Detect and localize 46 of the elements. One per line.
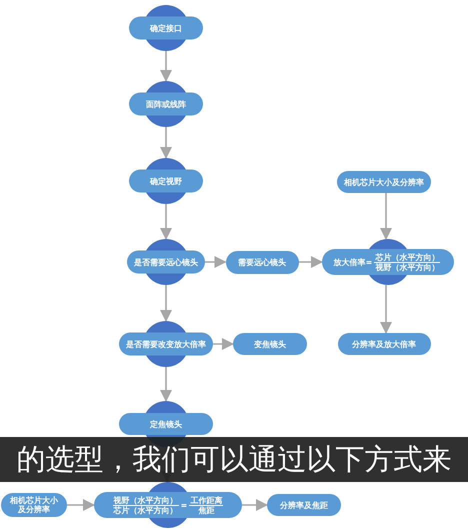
node-label: 芯片（水平方向） [374,252,440,262]
process-box [337,171,431,193]
node-label: 视野（水平方向） [375,262,440,272]
node-label: 是否需要远心镜头 [134,258,198,266]
process-box [226,250,298,274]
node-label: 面阵或线阵 [146,100,186,108]
node-label: 视野（水平方向） [112,496,179,506]
arrow [67,499,95,511]
node-label: 相机芯片大小及分辨率 [9,496,59,514]
node-label: 确定视野 [150,176,182,186]
node-label: 确定接口 [150,24,182,32]
node-label: 是否需要改变放大倍率 [126,340,206,348]
subtitle-caption: 的选型，我们可以通过以下方式来 [0,437,468,482]
node-label: = [180,500,188,510]
arrow [380,285,392,334]
arrow [160,127,172,159]
node-label: 定焦镜头 [150,420,182,428]
node-label: 放大倍率= [334,258,372,266]
arrow [298,256,323,268]
decision-node [94,482,242,528]
node-label: 芯片（水平方向） [114,506,178,514]
arrow [205,256,226,268]
node-label: 相机芯片大小及分辨率 [344,178,424,186]
decision-node [129,81,203,127]
process-box [338,333,430,355]
decision-node [119,321,213,367]
decision-node [127,239,205,285]
node-label: 工作距离 [189,496,224,506]
arrow [380,193,392,240]
arrow [160,285,172,322]
decision-node [129,5,203,51]
arrow [213,338,234,350]
node-label: 分辨率及放大倍率 [352,340,416,348]
node-label: 需要远心镜头 [238,258,286,266]
process-box [1,493,67,517]
arrow [160,51,172,82]
node-label: 变焦镜头 [254,340,286,348]
arrow [242,499,268,511]
arrow [160,204,172,240]
decision-node [129,158,203,204]
decision-node [322,239,454,285]
node-label: 焦距 [198,506,214,514]
process-box [233,333,307,355]
process-box [267,494,341,516]
node-label: 分辨率及焦距 [280,500,328,510]
arrow [160,367,172,402]
